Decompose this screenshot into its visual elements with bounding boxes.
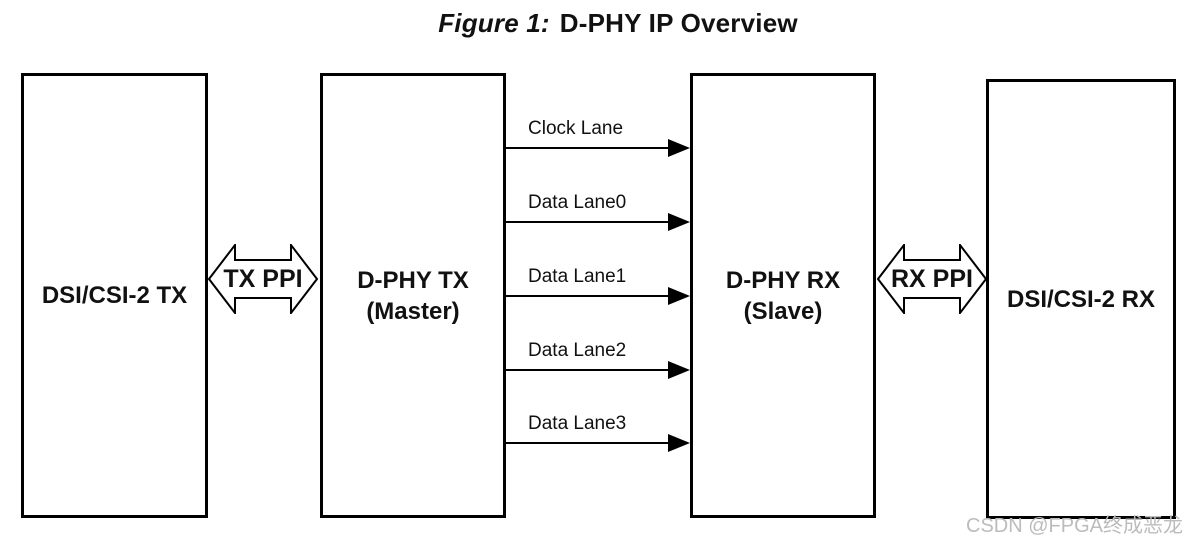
block-dphy-tx-sublabel: (Master) (366, 297, 460, 325)
data-lane0-arrowhead-icon (668, 213, 690, 231)
data-lane1-arrowhead-icon (668, 287, 690, 305)
figure-title: Figure 1: D-PHY IP Overview (438, 8, 798, 39)
data-lane0-label: Data Lane0 (528, 192, 627, 213)
clock-lane-label: Clock Lane (528, 118, 624, 139)
data-lane2-line (505, 369, 670, 371)
data-lane3-label: Data Lane3 (528, 413, 627, 434)
tx-ppi-connector: TX PPI (208, 244, 318, 314)
csdn-watermark: CSDN @FPGA终成恶龙 (966, 515, 1183, 537)
figure-title-main: D-PHY IP Overview (559, 8, 798, 38)
data-lane2-arrowhead-icon (668, 361, 690, 379)
data-lane2-label: Data Lane2 (528, 340, 627, 361)
block-dsi-csi2-tx: DSI/CSI-2 TX (21, 73, 208, 518)
block-dphy-rx-sublabel: (Slave) (743, 297, 823, 325)
figure-title-prefix: Figure 1: (438, 8, 550, 38)
block-dphy-tx-master: D-PHY TX (Master) (320, 73, 506, 518)
data-lane1-line (505, 295, 670, 297)
block-dphy-rx-slave: D-PHY RX (Slave) (690, 73, 876, 518)
data-lane3-line (505, 442, 670, 444)
data-lane0-line (505, 221, 670, 223)
clock-lane-line (505, 147, 670, 149)
rx-ppi-label: RX PPI (891, 264, 973, 293)
block-dsi-csi2-rx: DSI/CSI-2 RX (986, 79, 1176, 519)
data-lane1-label: Data Lane1 (528, 266, 627, 287)
block-dphy-tx-label: D-PHY TX (357, 266, 469, 294)
data-lane3-arrowhead-icon (668, 434, 690, 452)
block-dphy-rx-label: D-PHY RX (725, 266, 841, 294)
block-dsi-csi2-rx-label: DSI/CSI-2 RX (1006, 285, 1156, 313)
block-dsi-csi2-tx-label: DSI/CSI-2 TX (41, 282, 188, 309)
clock-lane-arrowhead-icon (668, 139, 690, 157)
tx-ppi-label: TX PPI (223, 264, 303, 293)
double-arrow-icon (208, 244, 318, 314)
rx-ppi-connector: RX PPI (877, 244, 987, 314)
double-arrow-icon (877, 244, 987, 314)
